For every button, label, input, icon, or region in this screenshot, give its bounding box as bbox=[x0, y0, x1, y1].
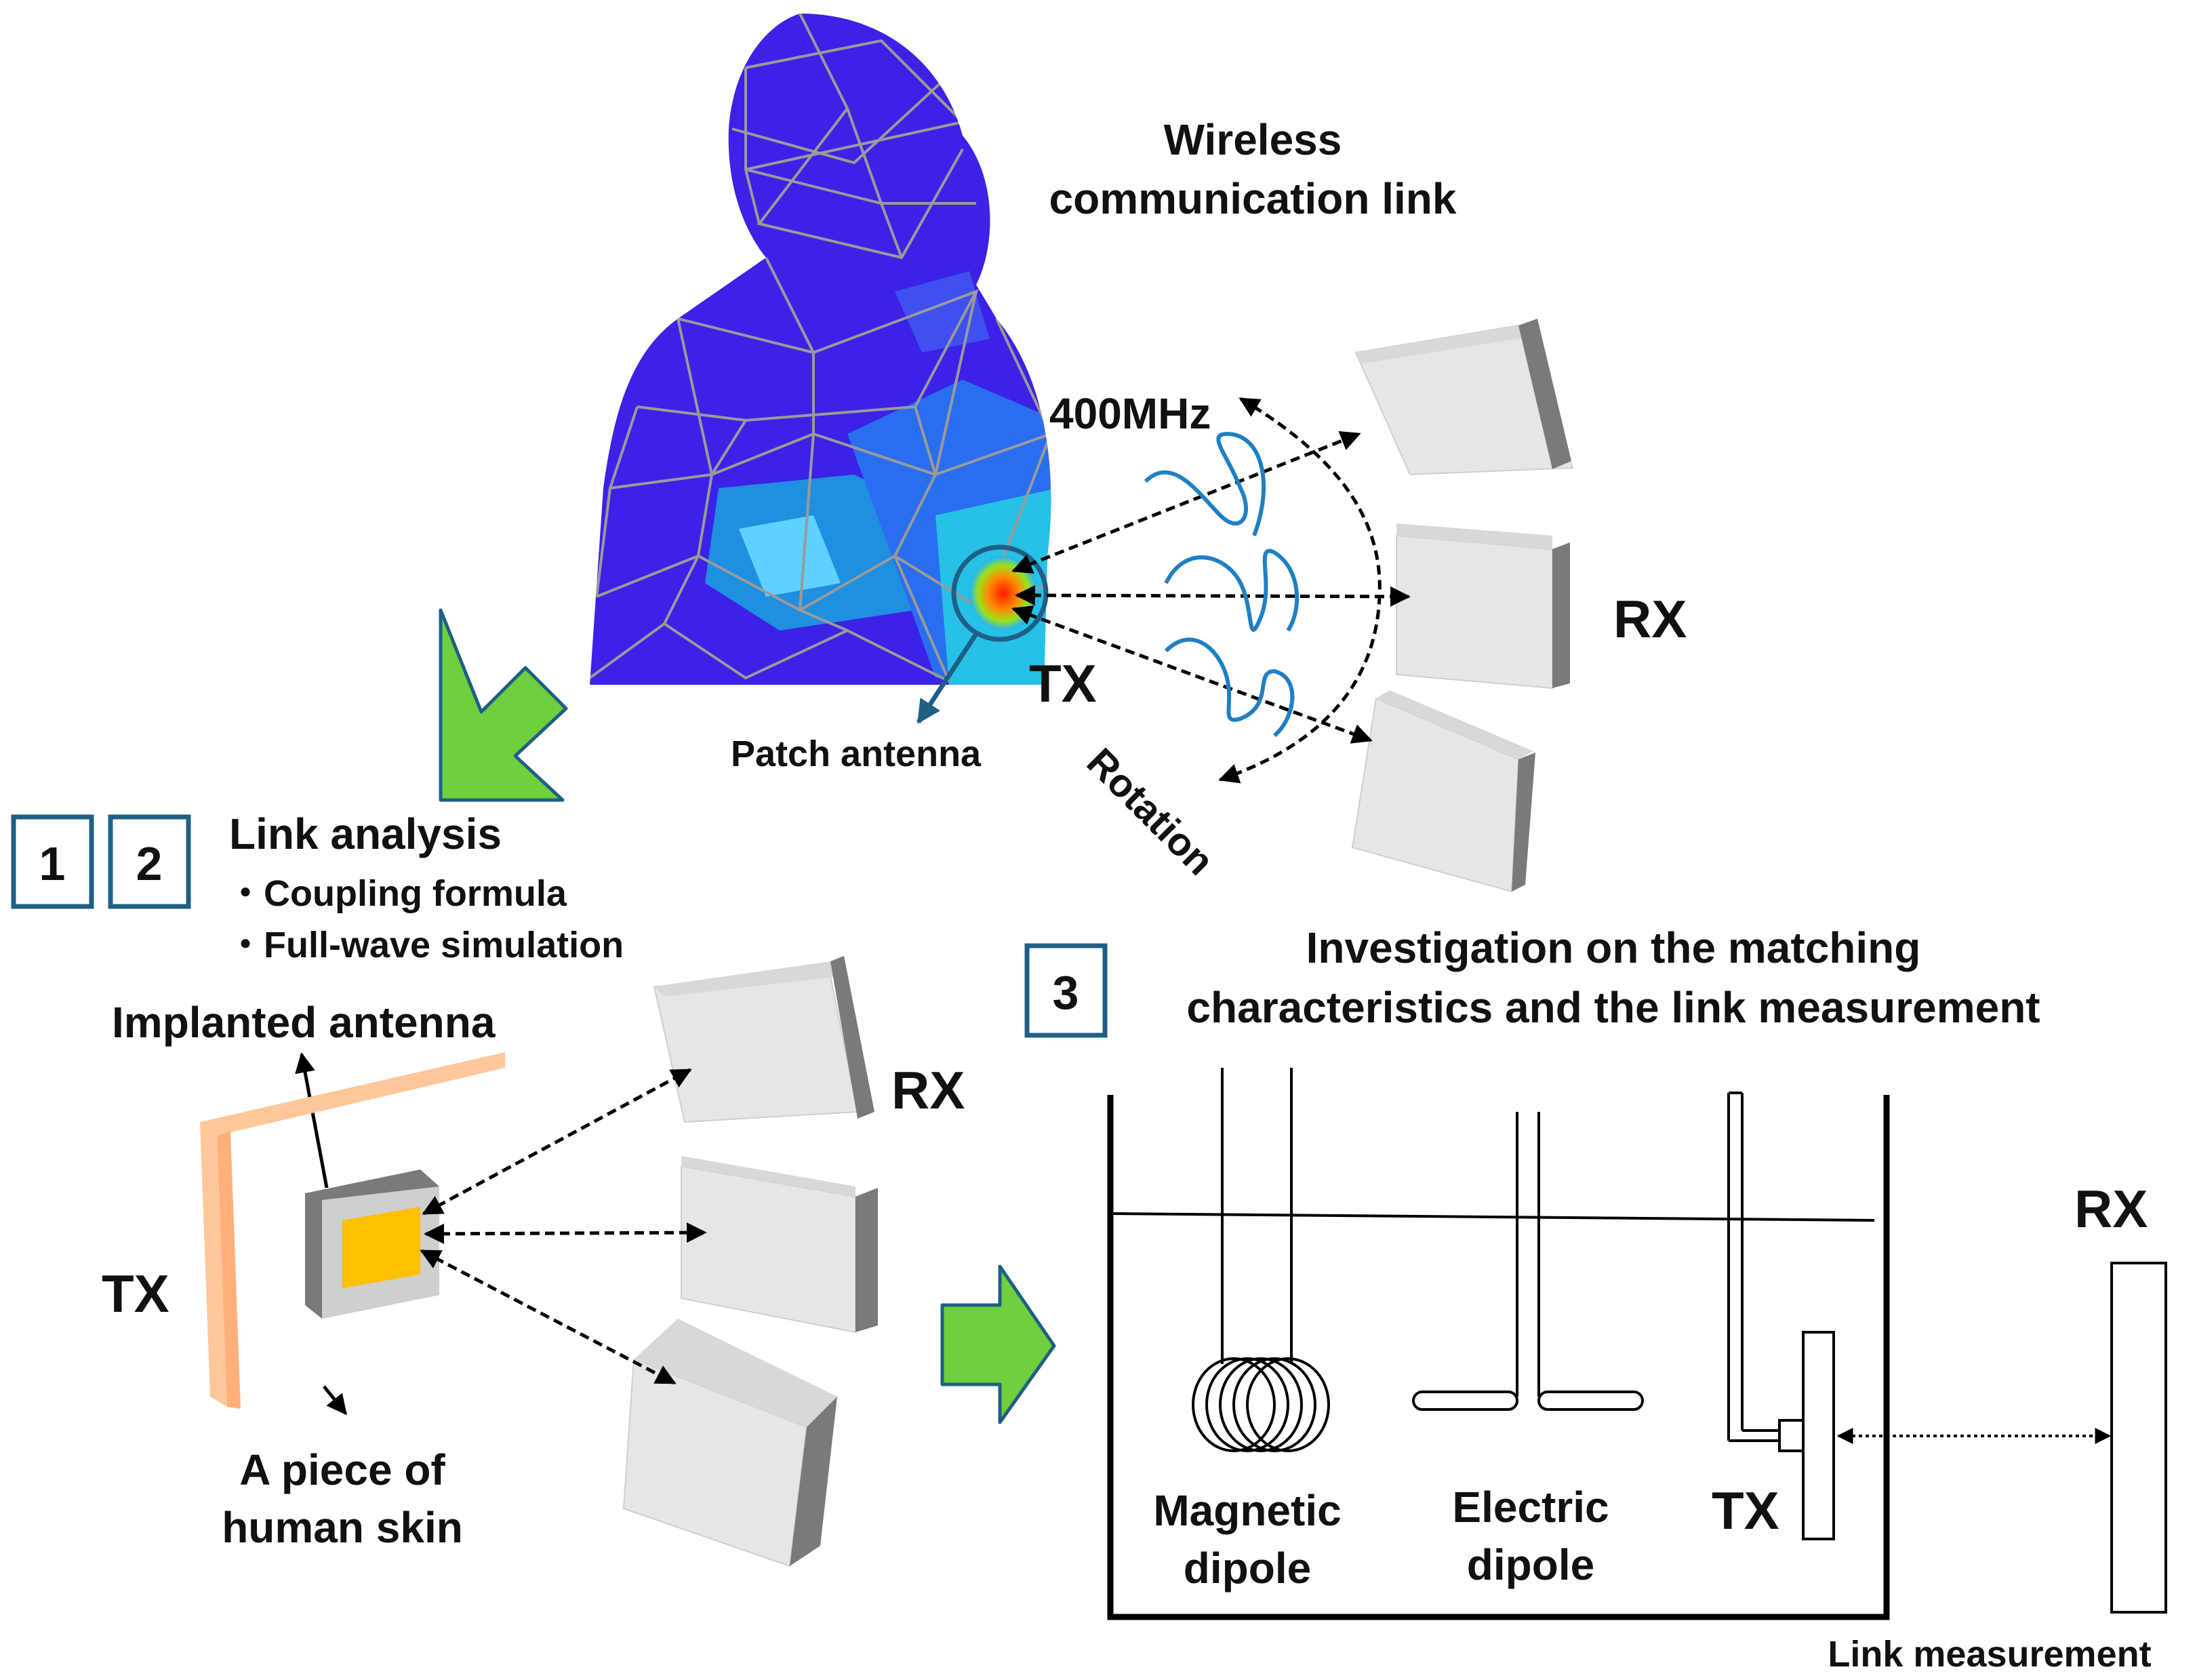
liquid-tank bbox=[1107, 1095, 1890, 1620]
magnetic-dipole-label-line1: Magnetic bbox=[1153, 1486, 1341, 1535]
frequency-label: 400MHz bbox=[1049, 389, 1211, 438]
left-rx-block-2 bbox=[681, 1156, 878, 1334]
patch-antenna-pointer bbox=[917, 633, 978, 724]
bullet-coupling-formula: ・Coupling formula bbox=[227, 873, 567, 914]
patch-antenna-label: Patch antenna bbox=[731, 734, 982, 774]
top-tx-label: TX bbox=[1029, 654, 1097, 713]
link-title-line2: communication link bbox=[1049, 174, 1457, 223]
top-link-arrows bbox=[1011, 397, 1411, 784]
electric-dipole bbox=[1412, 1112, 1644, 1411]
sar-hotspot bbox=[969, 556, 1037, 631]
svg-text:2: 2 bbox=[136, 837, 163, 890]
patch-radiator bbox=[342, 1207, 420, 1288]
top-rx-label: RX bbox=[1613, 589, 1687, 649]
investigation-heading-line2: characteristics and the link measurement bbox=[1186, 983, 2040, 1032]
magnetic-dipole-label-line2: dipole bbox=[1184, 1544, 1311, 1593]
left-rx-block-1 bbox=[653, 956, 874, 1123]
link-analysis-heading: Link analysis bbox=[229, 809, 502, 858]
skin-pointer bbox=[323, 1385, 347, 1416]
electric-dipole-label-line2: dipole bbox=[1467, 1540, 1594, 1589]
implanted-antenna bbox=[305, 1169, 439, 1319]
top-rx-block-2 bbox=[1396, 523, 1570, 689]
badge-3: 3 bbox=[1024, 943, 1108, 1038]
investigation-heading-line1: Investigation on the matching bbox=[1306, 923, 1921, 972]
left-link-arrows bbox=[420, 1068, 707, 1385]
left-rx-label: RX bbox=[891, 1060, 965, 1120]
implanted-antenna-label: Implanted antenna bbox=[112, 998, 496, 1047]
top-rx-block-1 bbox=[1354, 319, 1574, 476]
human-body-model bbox=[590, 14, 1051, 724]
tank-tx-antenna bbox=[1727, 1092, 1835, 1540]
left-rx-block-3 bbox=[622, 1319, 837, 1567]
top-rx-block-3 bbox=[1351, 690, 1535, 893]
skin-label-line2: human skin bbox=[222, 1503, 463, 1552]
green-arrow-to-measurement bbox=[940, 1264, 1056, 1424]
green-arrow-to-link-analysis bbox=[439, 608, 568, 802]
bullet-full-wave-simulation: ・Full-wave simulation bbox=[227, 925, 624, 965]
link-title-line1: Wireless bbox=[1164, 115, 1342, 164]
link-measurement-label: Link measurement bbox=[1828, 1634, 2151, 1675]
svg-text:3: 3 bbox=[1053, 966, 1079, 1019]
electric-dipole-label-line1: Electric bbox=[1452, 1483, 1609, 1532]
radio-waves bbox=[1144, 431, 1300, 738]
implanted-antenna-pointer bbox=[295, 1052, 329, 1188]
badge-2: 2 bbox=[108, 814, 191, 909]
left-tx-label: TX bbox=[102, 1264, 169, 1323]
skin-label-line1: A piece of bbox=[239, 1445, 445, 1494]
rotation-label: Rotation bbox=[1079, 740, 1222, 883]
measurement-rx-antenna bbox=[2110, 1262, 2167, 1614]
magnetic-dipole bbox=[1192, 1068, 1330, 1452]
badge-1: 1 bbox=[11, 814, 94, 909]
measurement-rx-label: RX bbox=[2074, 1179, 2148, 1239]
svg-text:1: 1 bbox=[39, 837, 66, 890]
tank-tx-label: TX bbox=[1712, 1481, 1779, 1540]
